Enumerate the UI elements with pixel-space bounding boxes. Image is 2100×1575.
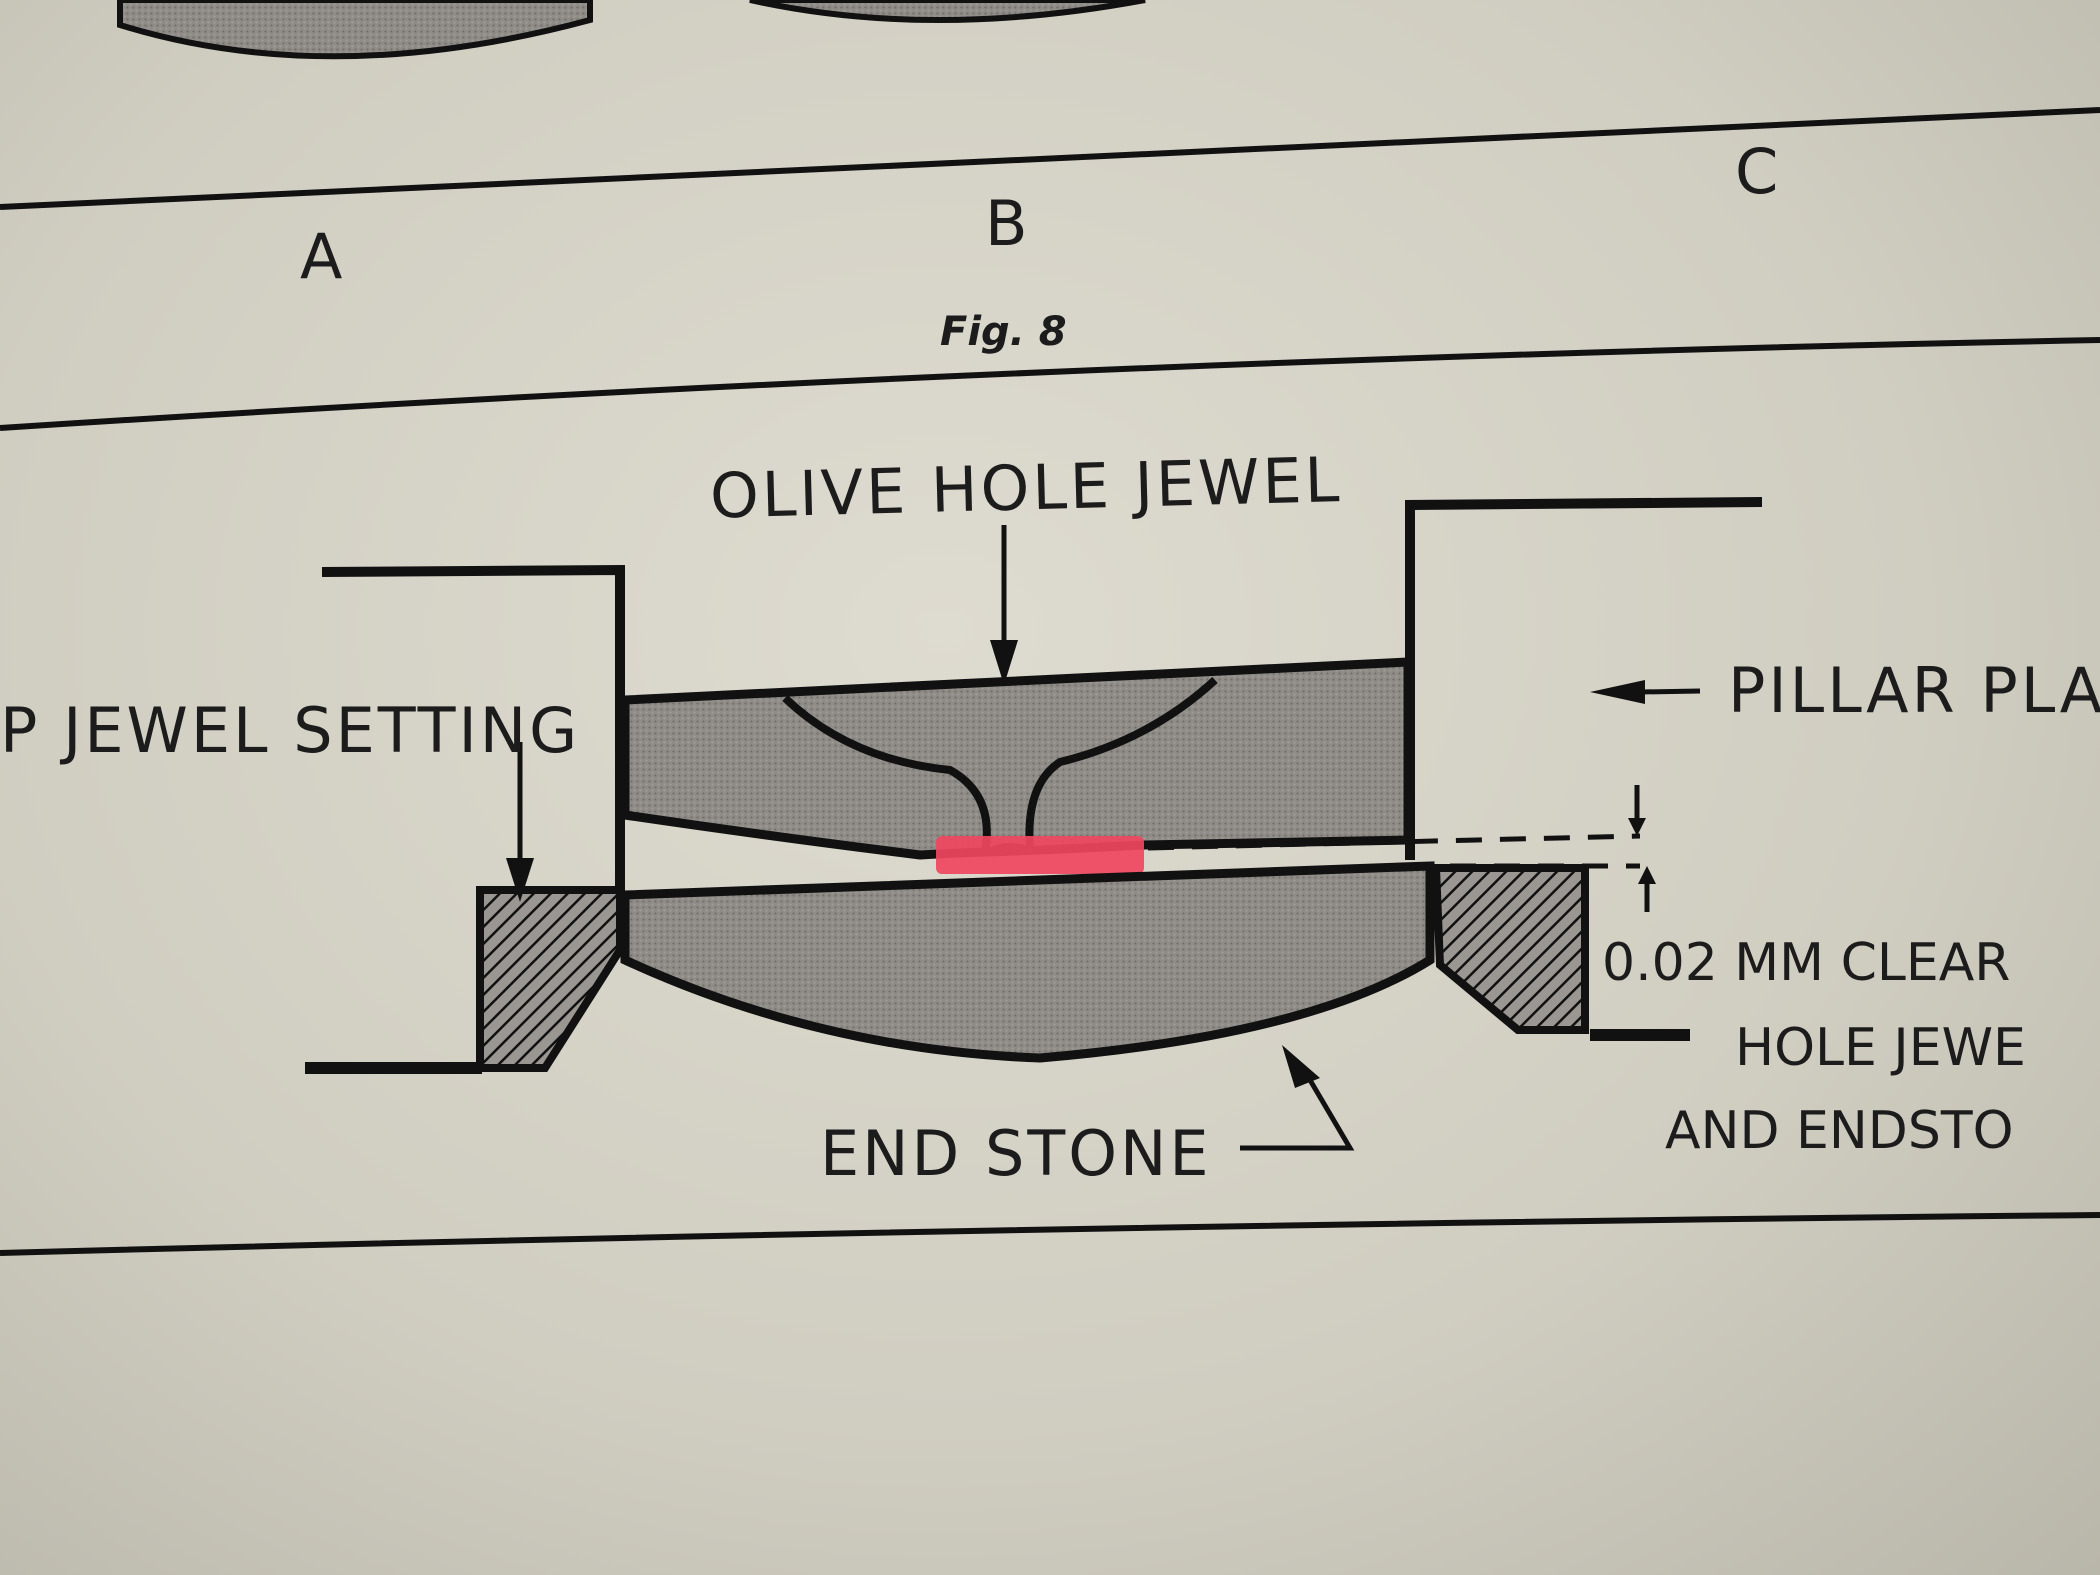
figure-caption: Fig. 8 [940,309,1067,355]
clearance-arrowhead-down [1628,818,1646,836]
label-clearance-line2: HOLE JEWE [1735,1018,2026,1078]
pillar-plate-leader-line [1639,688,1701,695]
panel-label-b: B [985,187,1031,260]
pillar-plate-wall [1405,497,1763,860]
end-stone-arrowhead [1282,1045,1320,1088]
clearance-dash-upper [1147,833,1641,851]
label-clearance-line1: 0.02 MM CLEAR [1602,933,2010,993]
panel-label-a: A [300,220,345,293]
label-pillar-plate: PILLAR PLAT [1728,654,2100,727]
label-olive-hole-jewel: OLIVE HOLE JEWEL [709,443,1343,533]
olive-hole-jewel-shape [620,657,1413,860]
clearance-arrowhead-up [1638,866,1656,884]
upper-jewel-b-shape [749,0,1146,23]
upper-divider-line [0,107,2100,210]
diagram-bottom-border [0,1212,2100,1256]
upper-jewel-a-shape [117,0,593,60]
left-cap-jewel-setting [476,886,624,1072]
diagram-top-border [0,337,2100,431]
end-stone-shape [620,861,1435,1063]
label-end-stone: END STONE [820,1117,1212,1190]
pillar-plate-arrowhead [1590,680,1645,704]
setting-arrowhead [506,858,534,902]
panel-label-c: C [1735,135,1781,208]
jewel-oil-cup-left [782,695,991,853]
right-cap-jewel-setting [1431,864,1589,1034]
end-stone-leader-line [1240,1078,1355,1151]
olive-jewel-arrowhead [990,640,1018,685]
label-cap-jewel-setting: P JEWEL SETTING [0,694,580,767]
clearance-highlight [936,836,1144,874]
jewel-oil-cup-right [1025,677,1218,851]
label-clearance-line3: AND ENDSTO [1665,1101,2014,1161]
left-plate-wall [321,564,625,893]
